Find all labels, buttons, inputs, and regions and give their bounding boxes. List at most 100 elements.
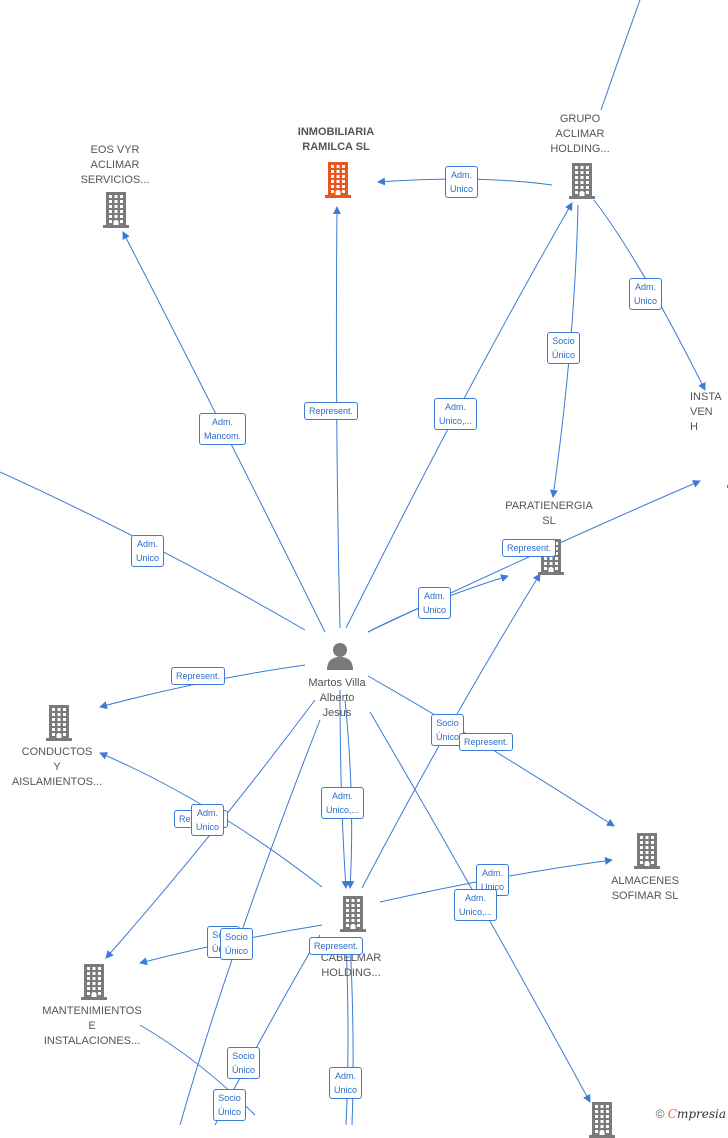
conductos-node-label[interactable]: CONDUCTOS Y AISLAMIENTOS... [0, 745, 117, 790]
node-label-line: PARATIENERGIA [505, 500, 593, 512]
node-label-line: H [690, 421, 698, 433]
edge-label[interactable]: Adm. Unico [191, 804, 225, 836]
building-icon [569, 163, 595, 199]
edge-label[interactable]: Represent. [459, 733, 514, 751]
conductos-node-icon[interactable] [44, 705, 74, 741]
almacenes-node-icon[interactable] [632, 833, 662, 869]
edge-label-line: Adm. [332, 791, 354, 801]
edge-label[interactable]: Represent. [171, 667, 226, 685]
node-label-line: GRUPO [559, 113, 601, 125]
building-icon [340, 896, 366, 932]
edge-label-line: Adm. [197, 808, 219, 818]
node-label-line: ALMACENES [611, 875, 679, 887]
edge-label-line: Adm. [451, 170, 473, 180]
bottom-node-icon[interactable] [587, 1102, 617, 1138]
relationship-edge [349, 939, 354, 1125]
relationship-edge [345, 202, 573, 629]
edge-label-line: Unico [481, 882, 505, 892]
node-label-line: Alberto [319, 692, 355, 704]
edge-label-line: Unico,... [459, 907, 493, 917]
building-icon [103, 192, 129, 228]
node-label-line: HOLDING... [550, 143, 610, 155]
node-label-line: ACLIMAR [90, 159, 140, 171]
edge-label[interactable]: Adm. Unico [445, 166, 479, 198]
node-label-line: E [88, 1020, 96, 1032]
edge-label[interactable]: Adm. Unico [418, 587, 452, 619]
edge-label-line: Unico [196, 822, 220, 832]
edge-label-line: Socio [436, 718, 459, 728]
edge-label-line: Represent. [464, 737, 509, 747]
node-label-line: HOLDING... [321, 967, 381, 979]
grupo-node-icon[interactable] [567, 163, 597, 199]
node-label-line: INSTALACIONES... [43, 1035, 141, 1047]
node-label-line: AISLAMIENTOS... [11, 776, 103, 788]
edge-label-line: Único [225, 946, 249, 956]
node-label-line: INSTA [690, 391, 722, 403]
edge-label[interactable]: Adm. Unico,... [321, 787, 365, 819]
building-icon [589, 1102, 615, 1138]
node-label-line: Jesus [322, 707, 352, 719]
edge-label-line: Unico,... [326, 805, 360, 815]
person-node-icon[interactable] [325, 642, 355, 670]
building-icon [634, 833, 660, 869]
node-label-line: CONDUCTOS [21, 746, 93, 758]
edge-label[interactable]: Adm. Unico [329, 1067, 363, 1099]
node-label-line: CABELMAR [320, 952, 382, 964]
edge-label-line: Unico [634, 296, 658, 306]
node-label-line: SERVICIOS... [80, 174, 150, 186]
inmobiliaria-node-icon[interactable] [323, 162, 353, 198]
relationship-edge [367, 675, 615, 827]
edge-label[interactable]: Represent. [309, 937, 364, 955]
paratienergia-node-label[interactable]: PARATIENERGIA SL [489, 499, 609, 529]
edge-label[interactable]: Represent. [502, 539, 557, 557]
edge-label-line: Adm. [335, 1071, 357, 1081]
node-label-line: MANTENIMIENTOS [42, 1005, 142, 1017]
edge-label-line: Adm. [445, 402, 467, 412]
edge-label-line: Socio [225, 932, 248, 942]
edge-label[interactable]: Adm.Unico [131, 535, 165, 567]
edge-label[interactable]: Adm. Unico,... [454, 889, 498, 921]
edge-label-line: Adm. [465, 893, 487, 903]
mantenimientos-node-label[interactable]: MANTENIMIENTOS E INSTALACIONES... [32, 1004, 152, 1049]
edge-label-line: Represent. [176, 671, 221, 681]
relationship-edge [600, 0, 641, 111]
insta-node-label[interactable]: INSTA VEN H [690, 390, 728, 435]
building-icon [81, 964, 107, 1000]
edge-label-line: Socio [552, 336, 575, 346]
relationship-edge [593, 199, 706, 391]
edge-label-line: Adm. [424, 591, 446, 601]
edge-label[interactable]: Adm. Unico,... [434, 398, 478, 430]
node-label-line: Martos Villa [308, 677, 366, 689]
node-label-line: Y [53, 761, 61, 773]
node-label-line: VEN [690, 406, 713, 418]
mantenimientos-node-icon[interactable] [79, 964, 109, 1000]
cabelmar-node-icon[interactable] [338, 896, 368, 932]
edge-label-line: Unico [423, 605, 447, 615]
inmobiliaria-node-label[interactable]: INMOBILIARIA RAMILCA SL [276, 125, 396, 155]
node-label-line: SOFIMAR SL [611, 890, 679, 902]
node-label-line: ACLIMAR [555, 128, 605, 140]
edge-label-line: Represent. [507, 543, 552, 553]
node-label-line: SL [542, 515, 556, 527]
node-label-line: RAMILCA SL [302, 141, 370, 153]
edge-label[interactable]: Represent. [304, 402, 359, 420]
edge-label-line: Unico,... [439, 416, 473, 426]
empresia-logo[interactable]: © Cmpresia [656, 1107, 726, 1121]
edge-label[interactable]: Adm.Mancom. [199, 413, 247, 445]
almacenes-node-label[interactable]: ALMACENES SOFIMAR SL [585, 874, 705, 904]
edge-label-line: Unico [450, 184, 474, 194]
cabelmar-node-label[interactable]: CABELMAR HOLDING... [291, 951, 411, 981]
grupo-node-label[interactable]: GRUPO ACLIMAR HOLDING... [520, 112, 640, 157]
edge-label[interactable]: Adm.Unico [629, 278, 663, 310]
eos-node-icon[interactable] [101, 192, 131, 228]
node-label-line: INMOBILIARIA [297, 126, 375, 138]
edge-label-line: Unico [334, 1085, 358, 1095]
edge-label-line: Represent. [314, 941, 359, 951]
